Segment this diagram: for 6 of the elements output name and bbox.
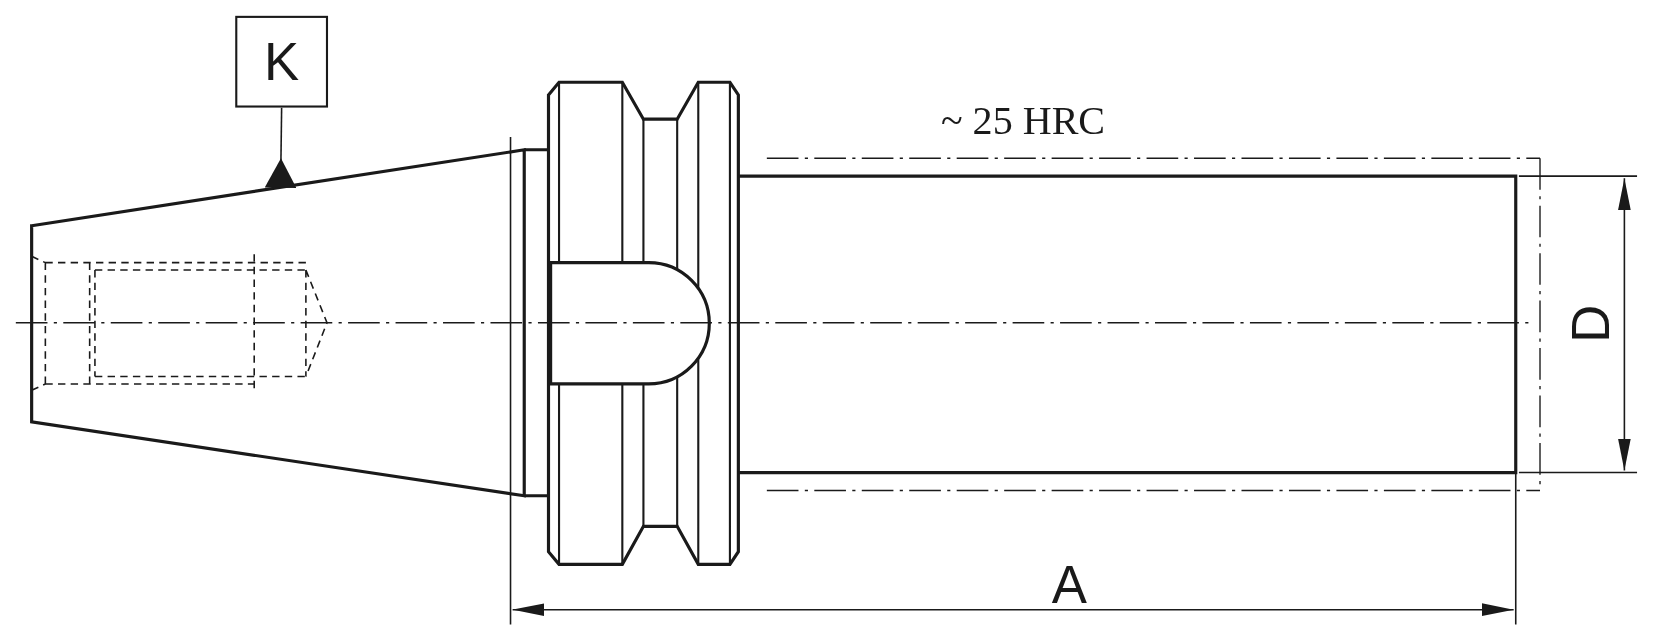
taper-shank (30, 147, 526, 498)
leader-line (264, 106, 297, 189)
dimension-label: A (1051, 559, 1087, 612)
dimension-label: D (1564, 304, 1618, 343)
datum-box: K (235, 15, 329, 108)
hardness-note: ~ 25 HRC (940, 100, 1106, 141)
